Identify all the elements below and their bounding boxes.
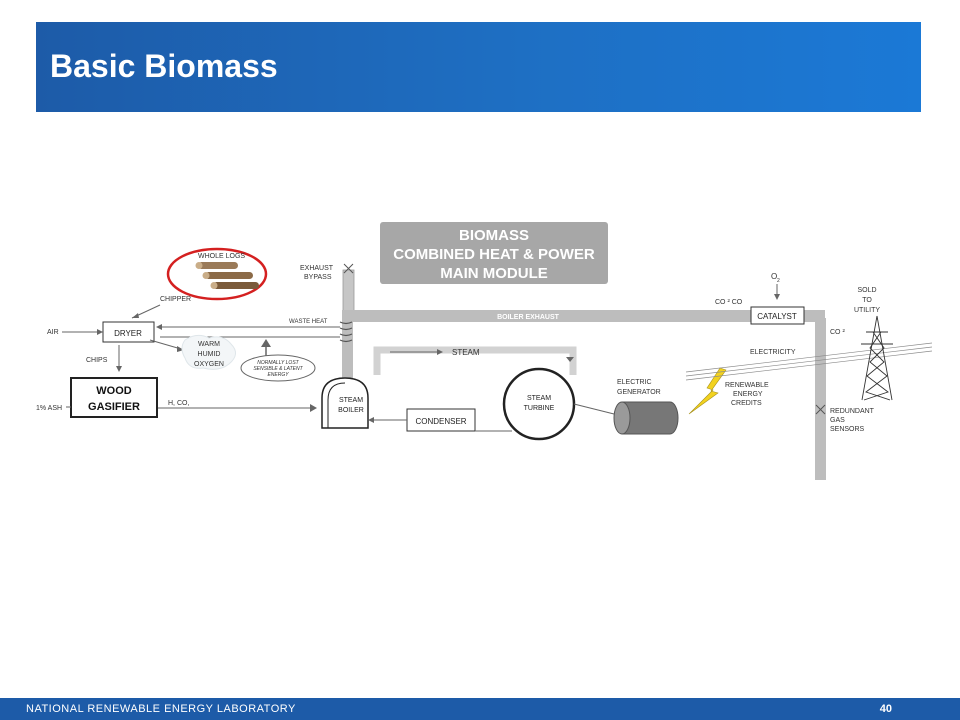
boiler-exhaust-pipe xyxy=(342,310,825,322)
slide-title: Basic Biomass xyxy=(50,48,278,84)
electric-label: ELECTRIC xyxy=(617,379,652,386)
sold-label: SOLD xyxy=(857,287,876,294)
lightning-icon xyxy=(688,367,727,415)
steam-label: STEAM xyxy=(452,348,480,357)
power-lines xyxy=(685,342,933,381)
lost-line-3: ENERGY xyxy=(267,372,289,378)
wood-gasifier-box xyxy=(70,377,158,418)
logs-icon xyxy=(195,262,259,289)
lost-line-2: SENSIBLE & LATENT xyxy=(253,366,303,372)
steam-boiler-label-1: STEAM xyxy=(339,397,363,404)
humid-arrow xyxy=(149,339,182,350)
main-module-box xyxy=(380,222,608,284)
generator-cylinder xyxy=(621,401,679,435)
chips-label: CHIPS xyxy=(86,357,108,364)
bypass-label: BYPASS xyxy=(304,274,332,281)
waste-heat-line xyxy=(158,326,340,338)
sensors-label: SENSORS xyxy=(830,426,865,433)
logs-highlight-circle xyxy=(166,247,268,301)
electricity-label: ELECTRICITY xyxy=(750,349,796,356)
waste-heat-coil xyxy=(339,321,353,343)
module-line-1: BIOMASS xyxy=(459,227,529,244)
exhaust-bypass-stack xyxy=(342,269,355,313)
hco-label: H, CO, xyxy=(168,400,189,407)
title-bar: Basic Biomass xyxy=(36,22,921,112)
footer-bar: NATIONAL RENEWABLE ENERGY LABORATORY 40 xyxy=(0,698,960,720)
condenser-label: CONDENSER xyxy=(415,417,466,426)
oxygen-label: OXYGEN xyxy=(194,361,224,368)
redundant-label: REDUNDANT xyxy=(830,408,875,415)
renewable-label: RENEWABLE xyxy=(725,382,769,389)
warm-label: WARM xyxy=(198,341,220,348)
utility-label: UTILITY xyxy=(854,307,880,314)
co2co-label: CO ² CO xyxy=(715,299,743,306)
module-line-2: COMBINED HEAT & POWER xyxy=(393,246,595,263)
sensor-valve-icon xyxy=(815,404,826,415)
wood-label: WOOD xyxy=(96,385,131,397)
footer-organization: NATIONAL RENEWABLE ENERGY LABORATORY xyxy=(26,703,296,715)
gas-label: GAS xyxy=(830,417,845,424)
o2-subscript: 2 xyxy=(777,278,780,284)
page-number: 40 xyxy=(879,703,892,715)
boiler-exhaust-label: BOILER EXHAUST xyxy=(497,314,560,321)
humid-cloud xyxy=(181,334,236,370)
dryer-label: DRYER xyxy=(114,329,142,338)
energy-label: ENERGY xyxy=(733,391,763,398)
condenser-return-line xyxy=(372,419,512,432)
bypass-valve-icon xyxy=(343,263,354,274)
steam-boiler-shape xyxy=(321,377,369,429)
left-riser-pipe xyxy=(342,320,353,378)
steam-boiler-label-2: BOILER xyxy=(338,407,364,414)
steam-turbine-label-1: STEAM xyxy=(527,395,551,402)
to-label: TO xyxy=(862,297,872,304)
gasifier-label: GASIFIER xyxy=(88,401,140,413)
transmission-tower-icon xyxy=(861,315,893,401)
waste-heat-label: WASTE HEAT xyxy=(289,319,328,325)
right-down-pipe xyxy=(815,318,826,480)
generator-label: GENERATOR xyxy=(617,389,661,396)
dryer-box xyxy=(102,321,155,343)
humid-label: HUMID xyxy=(198,351,221,358)
catalyst-box xyxy=(750,306,805,325)
exhaust-label: EXHAUST xyxy=(300,265,334,272)
ash-label: 1% ASH xyxy=(36,405,62,412)
generator-end xyxy=(613,401,631,435)
lost-energy-bubble xyxy=(240,354,316,382)
whole-logs-label: WHOLE LOGS xyxy=(198,253,245,260)
o2-label: O xyxy=(771,272,777,281)
lost-line-1: NORMALLY LOST xyxy=(257,360,299,366)
steam-loop-pipe xyxy=(373,346,577,375)
credits-label: CREDITS xyxy=(731,400,762,407)
module-line-3: MAIN MODULE xyxy=(440,265,548,282)
air-label: AIR xyxy=(47,329,59,336)
catalyst-label: CATALYST xyxy=(757,312,797,321)
steam-turbine-circle xyxy=(502,367,576,441)
chipper-label: CHIPPER xyxy=(160,296,191,303)
co2-label: CO ² xyxy=(830,329,845,336)
steam-turbine-label-2: TURBINE xyxy=(524,405,555,412)
